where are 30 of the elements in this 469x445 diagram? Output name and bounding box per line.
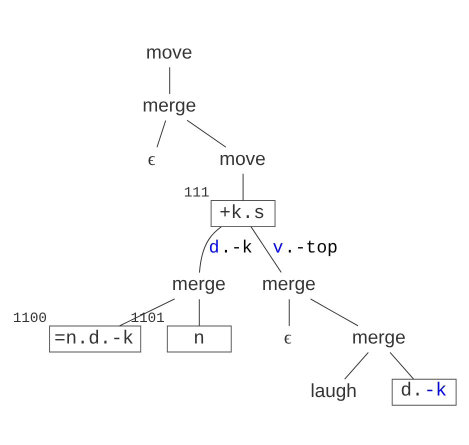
connector <box>390 352 414 380</box>
node-box: n <box>166 325 232 352</box>
connector <box>186 119 226 148</box>
node-text: ϵ <box>284 326 292 348</box>
node-text: move <box>219 148 266 170</box>
connector <box>199 226 222 273</box>
node-box: =n.d.-k <box>49 325 142 352</box>
connector <box>250 226 282 272</box>
node-text: merge <box>172 274 226 295</box>
edge-label: v.-top <box>272 238 338 258</box>
node-box: +k.s <box>210 200 276 227</box>
connector <box>344 352 369 380</box>
node-box: d.-k <box>392 378 457 406</box>
connector <box>169 66 170 94</box>
connector <box>198 298 200 326</box>
connector <box>242 172 244 200</box>
node-label: 1101 <box>130 310 165 326</box>
node-text: merge <box>352 326 406 348</box>
connector <box>288 298 290 326</box>
node-label: 111 <box>184 184 210 201</box>
node-text: merge <box>142 95 196 116</box>
connector <box>310 298 358 326</box>
connector <box>156 120 166 148</box>
edge-label: d.-k <box>208 238 253 258</box>
node-text: laugh <box>310 380 357 402</box>
node-text: move <box>146 42 192 63</box>
node-text: ϵ <box>148 148 156 170</box>
node-label: 1100 <box>12 310 47 326</box>
node-text: merge <box>262 274 316 295</box>
connector <box>119 298 176 326</box>
